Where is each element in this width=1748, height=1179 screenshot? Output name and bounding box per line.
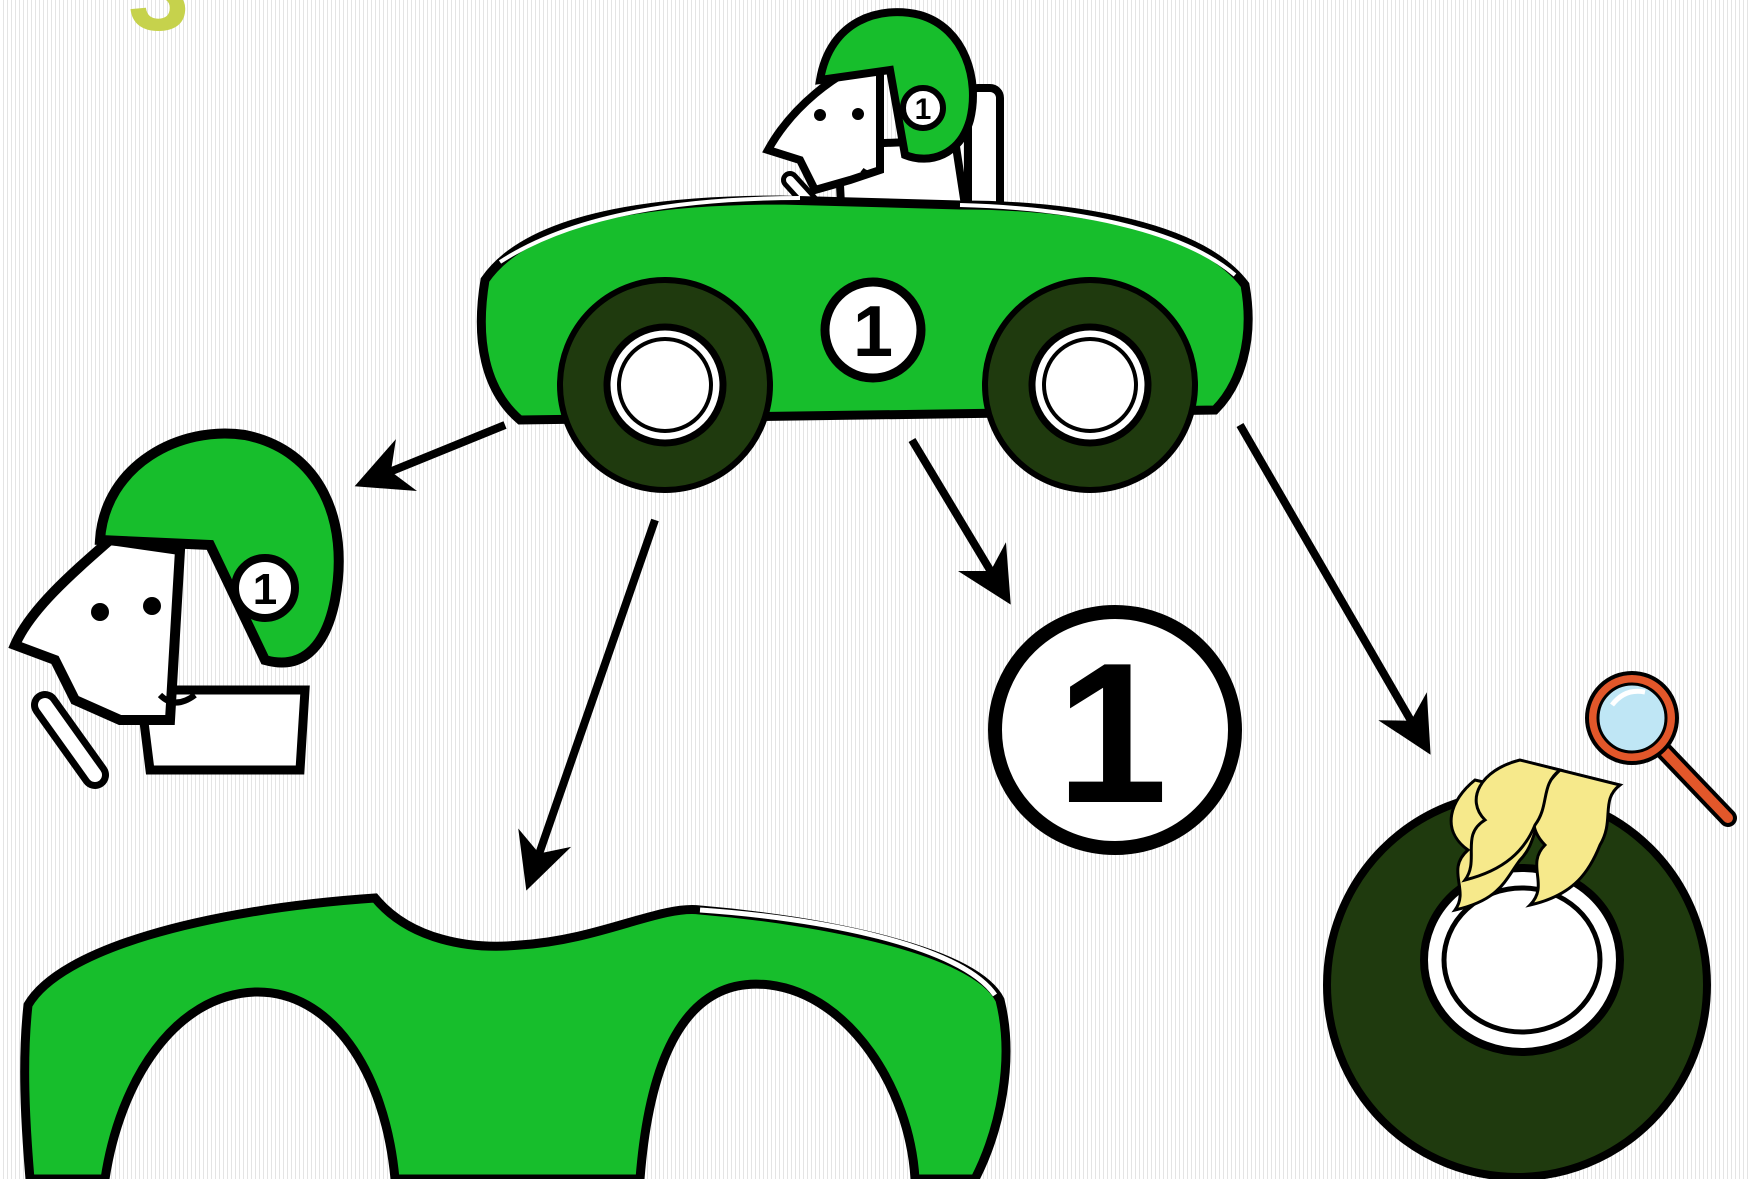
arrow-to-wheel	[1240, 425, 1425, 745]
number-badge-text: 1	[1056, 622, 1167, 845]
car-front-wheel	[560, 280, 770, 490]
car-driver-eye-left	[814, 109, 826, 121]
arrow-to-badge	[912, 440, 1005, 595]
number-badge-part-icon: 1	[995, 612, 1235, 848]
race-car-icon: 1 1	[481, 12, 1248, 490]
driver-eye-left	[91, 603, 109, 621]
helmet-badge-number: 1	[915, 93, 932, 126]
wheel-rim-inner	[1444, 888, 1600, 1032]
car-driver-eye-right	[852, 108, 864, 120]
car-number-badge-text: 1	[853, 292, 893, 372]
driver-part-icon: 1	[15, 433, 339, 775]
driver-eye-right	[143, 597, 161, 615]
car-body-part-icon	[25, 898, 1006, 1179]
arrow-to-driver	[365, 425, 505, 482]
car-body-shell	[25, 898, 1006, 1179]
driver-helmet-badge-number: 1	[253, 565, 277, 614]
magnifier-handle	[1665, 752, 1728, 818]
arrow-to-body	[530, 520, 655, 880]
car-rear-wheel	[985, 280, 1195, 490]
